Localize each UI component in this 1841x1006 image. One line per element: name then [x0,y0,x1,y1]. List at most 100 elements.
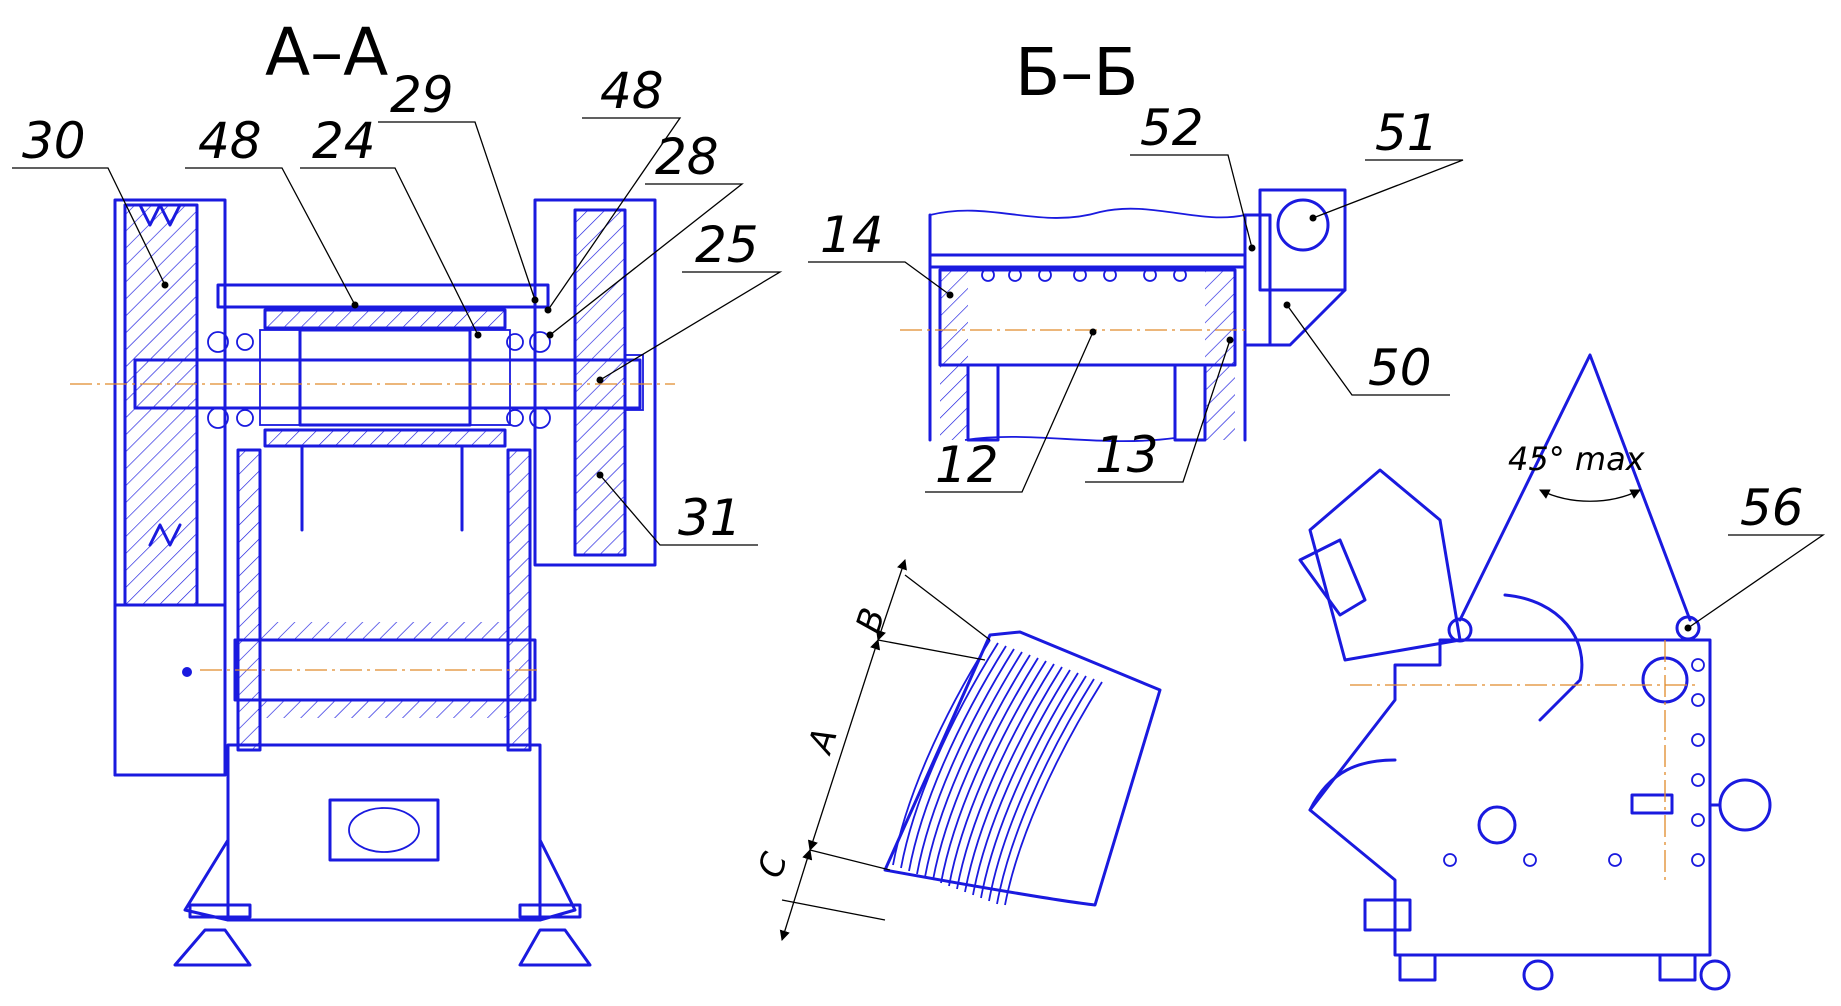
svg-text:30: 30 [22,112,86,170]
bracket-50 [1268,288,1347,347]
left-pulley-hatch [125,205,197,605]
bb-left-support [966,363,1000,442]
callout-28: 28 [546,128,744,339]
svg-text:48: 48 [600,62,664,120]
right-hub [469,329,511,426]
right-leveling-foot [518,928,592,967]
svg-text:28: 28 [655,128,719,186]
side-view: 45° max [1298,353,1826,991]
callout-25: 25 [596,216,783,384]
bearings-left [207,331,254,429]
callout-51: 51 [1309,104,1464,222]
screen-slots [892,639,1103,906]
svg-text:24: 24 [312,112,376,170]
motor-marker [182,667,192,677]
rotor-top-hatch [265,310,505,328]
window-handle [348,807,420,853]
base-frame [226,743,542,922]
pulley-grooves-bottom [148,523,182,547]
feed-hook [1503,593,1584,722]
inspection-window [328,798,440,862]
svg-text:25: 25 [695,216,759,274]
bb-left-wall-hatch [940,270,968,440]
callout-56: 56 [1684,479,1826,632]
dimension-b-label: B [849,603,894,638]
callout-52: 52 [1130,99,1256,252]
callout-30: 30 [12,112,169,289]
bb-top-plate [928,253,1247,269]
section-bb-title: Б–Б [1015,34,1139,111]
section-aa: А–А [12,14,783,967]
svg-text:14: 14 [820,206,884,264]
break-line-top [929,207,1246,219]
crusher-body [1308,638,1712,957]
lower-roller-top-hatch [258,622,508,640]
lower-chute [1308,758,1397,812]
dimension-c-label: C [751,848,796,883]
callout-12: 12 [925,328,1097,494]
rotor-top [263,308,507,330]
handwheel [1718,778,1772,832]
angle-arc [1539,489,1641,502]
top-cover [216,283,550,309]
dimension-a-label: A [800,723,846,759]
hopper-flap [1298,538,1367,617]
lifting-sling [1458,353,1692,622]
bb-right-support [1173,363,1207,442]
callout-48-right: 48 [544,62,682,314]
caster-wheel-right [1699,959,1731,991]
caster-wheel-left [1522,959,1554,991]
svg-text:13: 13 [1095,426,1159,484]
bb-bolts [981,268,1187,282]
callout-31: 31 [596,471,758,547]
bracket-52 [1243,213,1272,347]
section-bb: Б–Б 52 51 [808,34,1464,494]
svg-text:12: 12 [935,436,999,494]
callout-29: 29 [378,66,539,304]
hopper [1308,468,1462,662]
rotor-bottom [263,428,507,448]
rotor-bottom-hatch [265,430,505,446]
inspection-port [1477,805,1517,845]
callout-13: 13 [1085,336,1234,484]
shaft-end-cap [624,354,644,411]
foot-left [1398,953,1437,982]
side-bolts [1443,658,1705,867]
motor-box [113,603,227,777]
left-hub [259,329,301,426]
break-line-bottom [964,436,1176,442]
lower-roller-bottom-hatch [258,700,508,718]
foot-right [1658,953,1697,982]
callout-24: 24 [300,112,482,339]
svg-text:50: 50 [1368,339,1432,397]
right-foot-plate [518,903,582,919]
section-aa-title: А–А [265,14,388,91]
bb-right-wall-hatch [1205,270,1235,440]
callout-50: 50 [1283,301,1450,397]
angle-label: 45° max [1508,440,1646,478]
svg-text:29: 29 [390,66,454,124]
callout-48-left: 48 [185,112,359,309]
left-frame-hatch [238,450,260,750]
outlet-box [1363,898,1412,932]
motor-51 [1258,188,1347,292]
screen-detail: B A C [751,559,1162,941]
right-frame-hatch [508,450,530,750]
right-flywheel-guard [533,198,657,567]
left-leveling-foot [173,928,252,967]
svg-text:56: 56 [1740,479,1804,537]
svg-text:31: 31 [678,489,742,547]
svg-text:48: 48 [198,112,262,170]
dimension-lines [779,559,991,941]
svg-text:51: 51 [1375,104,1439,162]
rotor-body [298,328,472,427]
svg-text:52: 52 [1140,99,1204,157]
callout-14: 14 [808,206,954,299]
right-frame [506,448,532,752]
bearings-right [506,331,551,429]
screen-plate [883,630,1162,907]
name-plate [1630,793,1674,815]
left-foot-plate [188,903,252,919]
bb-rotor [938,268,1237,367]
